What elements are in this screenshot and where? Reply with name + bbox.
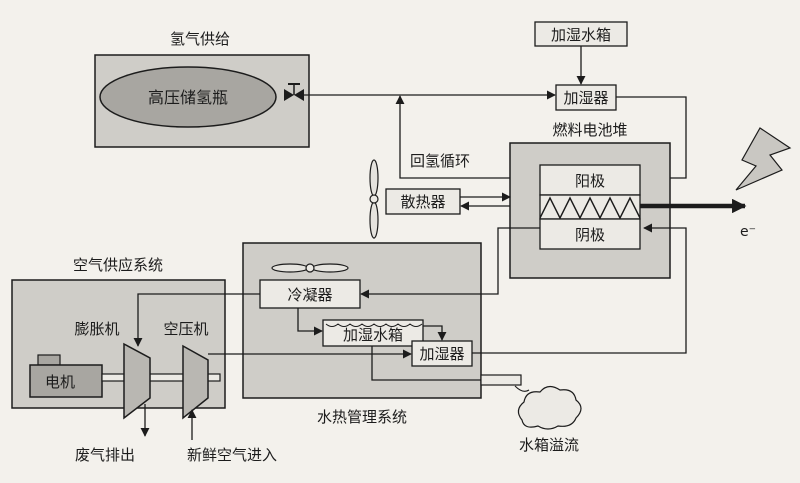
condenser-box <box>259 279 361 309</box>
lightning-bolt-icon <box>735 127 792 191</box>
water-heat-system-label: 水热管理系统 <box>317 408 407 426</box>
stack-exhaust-to-condenser-line <box>360 227 540 299</box>
compressor-label: 空压机 <box>163 320 208 338</box>
expander-label: 膨胀机 <box>74 320 119 338</box>
expander-turbine <box>123 342 151 420</box>
overflow-cloud-icon <box>517 385 582 430</box>
motor-box <box>29 364 103 398</box>
motor-nub <box>37 354 61 366</box>
tank-to-humidifier-mid-line <box>423 325 447 341</box>
air-supply-system-label: 空气供应系统 <box>73 256 163 274</box>
fan-icon <box>369 159 379 239</box>
radiator-box <box>385 188 461 215</box>
condenser-to-expander-line <box>133 293 260 347</box>
tank-overflow-label: 水箱溢流 <box>519 436 579 454</box>
cathode-label: 阴极 <box>575 226 605 244</box>
humidifier-mid-box <box>411 340 473 367</box>
humidifier-to-cathode-line <box>472 223 687 354</box>
anode-label: 阳极 <box>575 172 605 190</box>
electron-label: e⁻ <box>740 224 756 240</box>
condenser-label: 冷凝器 <box>287 286 332 304</box>
condenser-to-tank-line <box>297 308 323 336</box>
valve-icon <box>284 83 304 101</box>
membrane-zigzag <box>539 196 641 220</box>
humidifier-tank-top-label: 加湿水箱 <box>551 26 611 44</box>
cathode-box <box>539 218 641 250</box>
hydrogen-recirculation-label: 回氢循环 <box>410 152 470 170</box>
humidifier-mid-label: 加湿器 <box>419 345 464 363</box>
exhaust-out-label: 废气排出 <box>75 446 135 464</box>
hydrogen-recirculation-line <box>395 95 540 179</box>
water-surface-waves <box>325 323 423 327</box>
hydrogen-tank <box>99 66 277 128</box>
motor-label: 电机 <box>45 373 75 391</box>
humidifier-top-box <box>555 84 617 111</box>
overflow-drip <box>514 385 530 392</box>
hydrogen-tank-label: 高压储氢瓶 <box>148 88 228 107</box>
humidifier-tank-mid-label: 加湿水箱 <box>343 326 403 344</box>
overflow-line <box>371 346 490 381</box>
fresh-air-in-label: 新鲜空气进入 <box>187 446 277 464</box>
overflow-pipe <box>480 374 522 386</box>
hydrogen-supply-label: 氢气供给 <box>170 30 230 48</box>
radiator-label: 散热器 <box>400 193 445 211</box>
humidifier-top-label: 加湿器 <box>563 89 608 107</box>
anode-box <box>539 164 641 196</box>
drive-shaft <box>101 373 221 382</box>
fuel-cell-stack-label: 燃料电池堆 <box>552 121 627 139</box>
condenser-fan-icon <box>271 263 349 273</box>
compressor-unit <box>182 344 209 420</box>
